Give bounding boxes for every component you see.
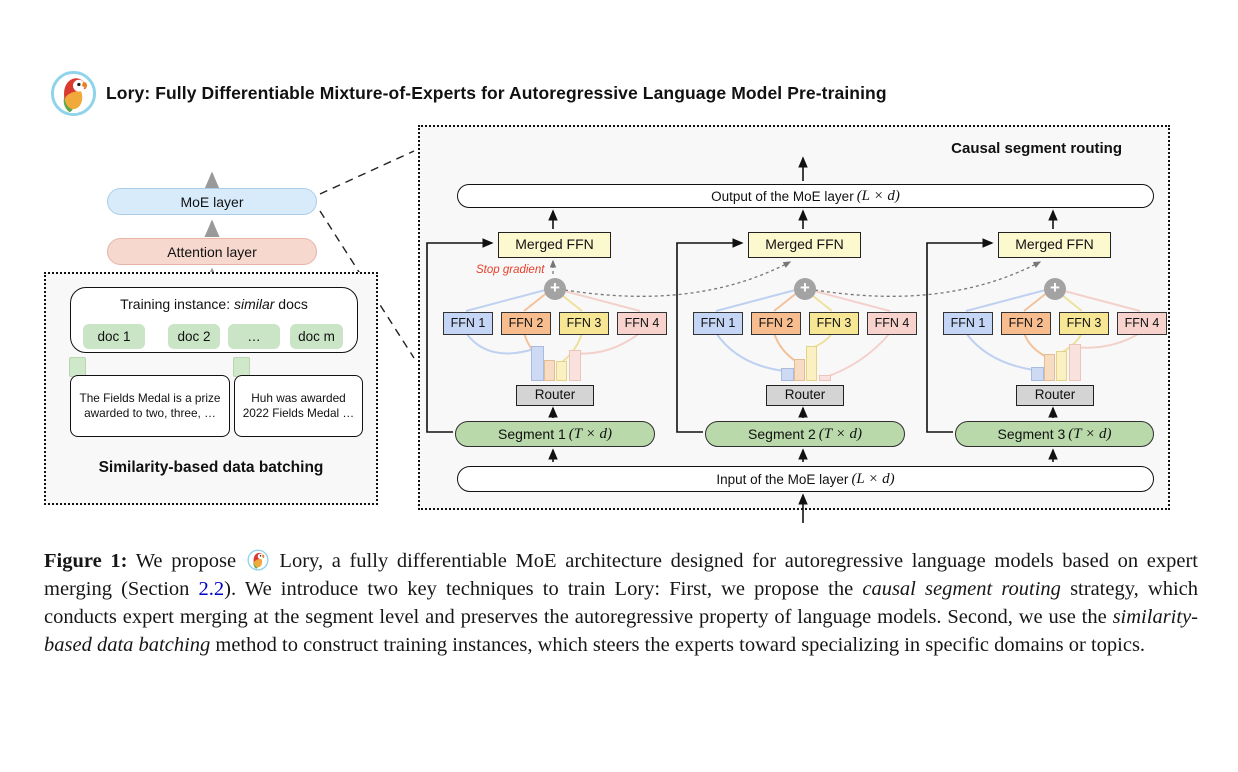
moe-input-label: Input of the MoE layer (716, 471, 849, 487)
attention-layer-pill: Attention layer (107, 238, 317, 265)
caption-text: strategy, which conducts expert merging … (44, 578, 1198, 628)
doc-ellipsis-chip: … (228, 324, 280, 349)
training-instance-italic: similar (233, 296, 275, 312)
paper-header: Lory: Fully Differentiable Mixture-of-Ex… (50, 70, 887, 117)
lory-parrot-logo-icon (50, 70, 97, 117)
merged-ffn-box: Merged FFN (498, 232, 611, 258)
router-weight-bar (544, 360, 555, 381)
ffn-expert-box: FFN 2 (1001, 312, 1051, 335)
similarity-batching-label: Similarity-based data batching (98, 459, 324, 476)
moe-output-dims: (L × d) (856, 187, 900, 204)
moe-layer-pill: MoE layer (107, 188, 317, 215)
router-weight-bar (1031, 367, 1044, 381)
doc-m-chip: doc m (290, 324, 343, 349)
segment-label: Segment 1 (498, 426, 566, 442)
doc-2-chip: doc 2 (168, 324, 220, 349)
ffn-expert-box: FFN 3 (559, 312, 609, 335)
router-weight-bar (819, 375, 831, 381)
router-box: Router (766, 385, 844, 406)
router-weight-bar (569, 350, 581, 381)
segment-pill: Segment 1 (T × d) (455, 421, 655, 447)
routing-connector-lines (426, 156, 1141, 523)
ffn-expert-box: FFN 4 (1117, 312, 1167, 335)
segment-pill: Segment 3 (T × d) (955, 421, 1154, 447)
training-instance-suffix: docs (274, 296, 308, 312)
caption-italic-similarity-based-data-batching: similarity-based data batching (44, 606, 1198, 656)
segment-dims: (T × d) (1068, 425, 1112, 442)
router-weight-bar (1069, 344, 1081, 381)
ffn-expert-box: FFN 4 (617, 312, 667, 335)
router-weight-bar (1044, 354, 1055, 381)
merged-ffn-box: Merged FFN (748, 232, 861, 258)
figure-caption: Figure 1: We propose Lory, a fully diffe… (44, 547, 1198, 659)
moe-output-pill: Output of the MoE layer (L × d) (457, 184, 1154, 208)
merged-ffn-box: Merged FFN (998, 232, 1111, 258)
stop-gradient-label: Stop gradient (476, 264, 545, 276)
document-icon (233, 357, 250, 377)
ffn-expert-box: FFN 1 (693, 312, 743, 335)
caption-text: method to construct training instances, … (210, 634, 1146, 656)
segment-pill: Segment 2 (T × d) (705, 421, 905, 447)
lory-parrot-inline-icon (247, 549, 269, 571)
ffn-expert-box: FFN 2 (501, 312, 551, 335)
caption-text: We propose (127, 550, 245, 572)
router-weight-bar (531, 346, 544, 381)
expert-merge-plus-icon: + (1044, 278, 1066, 300)
expert-merge-plus-icon: + (544, 278, 566, 300)
expert-merge-plus-icon: + (794, 278, 816, 300)
moe-input-dims: (L × d) (851, 470, 895, 487)
segment-block-2: Merged FFN + FFN 1 FFN 2 FFN 3 FFN 4 Rou… (420, 127, 1168, 508)
document-icon (69, 357, 86, 377)
doc-1-chip: doc 1 (83, 324, 145, 349)
training-instance-prefix: Training instance: (120, 296, 234, 312)
caption-text: Lory, a fully differentiable MoE archite… (44, 550, 1198, 600)
moe-output-label: Output of the MoE layer (711, 188, 854, 204)
caption-text: ). We introduce two key techniques to tr… (224, 578, 863, 600)
segment-block-3: Merged FFN + FFN 1 FFN 2 FFN 3 FFN 4 Rou… (420, 127, 1168, 508)
router-box: Router (516, 385, 594, 406)
ffn-expert-box: FFN 1 (443, 312, 493, 335)
training-instance-label: Training instance: similar docs (71, 296, 357, 312)
section-2-2-link[interactable]: 2.2 (198, 578, 225, 600)
segment-label: Segment 2 (748, 426, 816, 442)
segment-dims: (T × d) (568, 425, 612, 442)
causal-segment-routing-panel: Causal segment routing Output of the MoE… (418, 125, 1170, 523)
router-weight-bar (556, 361, 567, 381)
ffn-expert-box: FFN 2 (751, 312, 801, 335)
router-weight-bar (1056, 351, 1067, 381)
paper-title: Lory: Fully Differentiable Mixture-of-Ex… (106, 83, 887, 103)
ffn-expert-box: FFN 1 (943, 312, 993, 335)
router-box: Router (1016, 385, 1094, 406)
doc-text-card: The Fields Medal is a prize awarded to t… (70, 375, 230, 437)
ffn-expert-box: FFN 4 (867, 312, 917, 335)
figure-number-label: Figure 1: (44, 550, 128, 572)
doc-text-card: Huh was awarded 2022 Fields Medal … (234, 375, 363, 437)
moe-layer-label: MoE layer (180, 193, 244, 210)
panel-title: Causal segment routing (951, 140, 1122, 157)
attention-layer-label: Attention layer (167, 243, 257, 260)
similarity-batching-panel: Training instance: similar docs doc 1 do… (44, 272, 378, 505)
training-instance-box: Training instance: similar docs doc 1 do… (70, 287, 358, 353)
segment-label: Segment 3 (997, 426, 1066, 442)
ffn-expert-box: FFN 3 (1059, 312, 1109, 335)
caption-italic-causal-segment-routing: causal segment routing (862, 578, 1061, 600)
ffn-expert-box: FFN 3 (809, 312, 859, 335)
router-weight-bar (806, 346, 817, 381)
moe-input-pill: Input of the MoE layer (L × d) (457, 466, 1154, 492)
segment-dims: (T × d) (818, 425, 862, 442)
router-weight-bar (781, 368, 794, 381)
router-weight-bar (794, 359, 805, 381)
segment-block-1: Merged FFN Stop gradient + FFN 1 FFN 2 F… (420, 127, 1168, 508)
